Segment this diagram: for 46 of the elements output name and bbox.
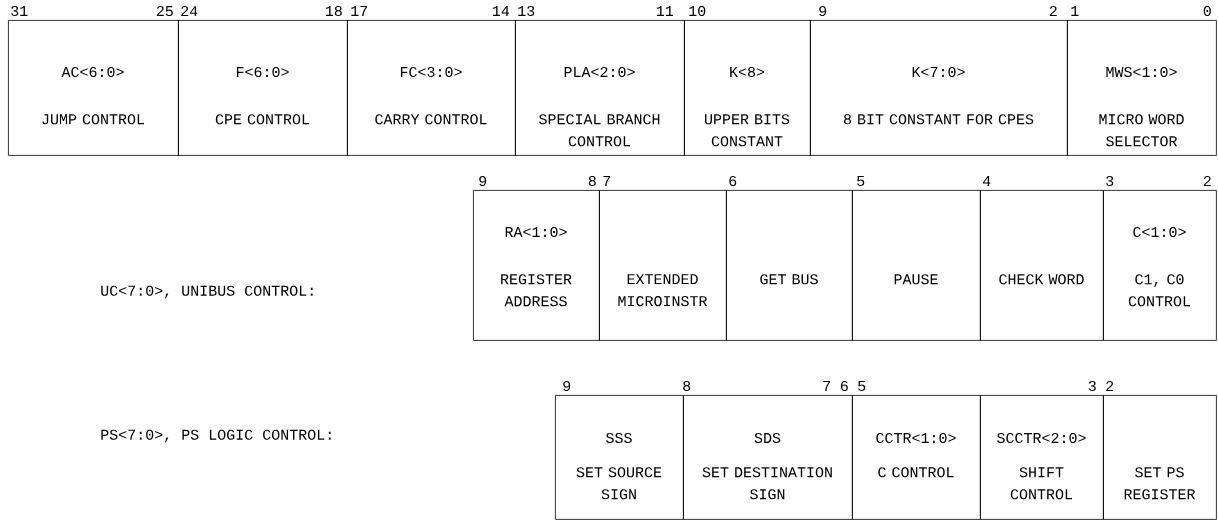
field-box: EXTENDED MICROINSTR [599,190,727,341]
field-box: SSS SET SOURCE SIGN [555,395,684,520]
row-label: PS<7:0>, PS LOGIC CONTROL: [101,429,331,443]
field-box: PLA<2:0> SPECIAL BRANCH CONTROL [515,20,685,156]
bit-number: 24 [181,6,198,16]
field-box: FC<3:0> CARRY CONTROL [347,20,516,156]
bit-number: 7 [603,176,611,186]
bit-number: 9 [563,380,571,392]
bit-number: 25 [156,5,173,17]
field-box: AC<6:0> JUMP CONTROL [8,20,179,156]
bit-number: 3 [1088,380,1096,392]
bit-number: 14 [492,6,510,16]
field-box: K<8> UPPER BITS CONSTANT [684,20,811,156]
field-box: SDS SET DESTINATION SIGN [683,395,853,520]
bit-number: 7 [823,381,831,391]
field-box: CHECK WORD [980,190,1104,341]
row-label: UC<7:0>, UNIBUS CONTROL: [101,285,313,299]
bit-number: 6 [729,175,737,187]
field-box: CCTR<1:0> C CONTROL [852,395,981,520]
bit-number: 11 [656,6,674,16]
bit-number: 9 [479,175,487,187]
bit-number: 4 [982,176,991,186]
bit-number: 9 [819,5,827,17]
bit-number: 10 [689,5,706,17]
bit-number: 6 [840,380,848,392]
field-box: F<6:0> CPE CONTROL [178,20,348,156]
field-box: PAUSE [852,190,981,341]
field-box: RA<1:0> REGISTER ADDRESS [473,190,600,341]
bit-number: 2 [1203,175,1211,186]
bit-number: 17 [351,6,368,16]
bit-number: 3 [1106,175,1114,187]
field-box: C<1:0> C1, C0 CONTROL [1103,190,1217,341]
bit-number: 2 [1049,6,1057,16]
field-box: K<7:0> 8 BIT CONSTANT FOR CPES [810,20,1068,156]
field-box: MWS<1:0> MICRO WORD SELECTOR [1067,20,1217,156]
bit-number: 5 [858,381,866,391]
bit-number: 5 [857,176,865,186]
bit-number: 13 [518,5,535,17]
field-box: SCCTR<2:0> SHIFT CONTROL [980,395,1104,520]
bit-number: 8 [683,380,691,392]
field-box: SET PS REGISTER [1103,395,1217,520]
bit-number: 2 [1106,380,1114,391]
bit-number: 1 [1071,6,1079,16]
bit-number: 8 [588,175,596,187]
bit-number: 18 [325,5,342,17]
field-box: GET BUS [726,190,853,341]
